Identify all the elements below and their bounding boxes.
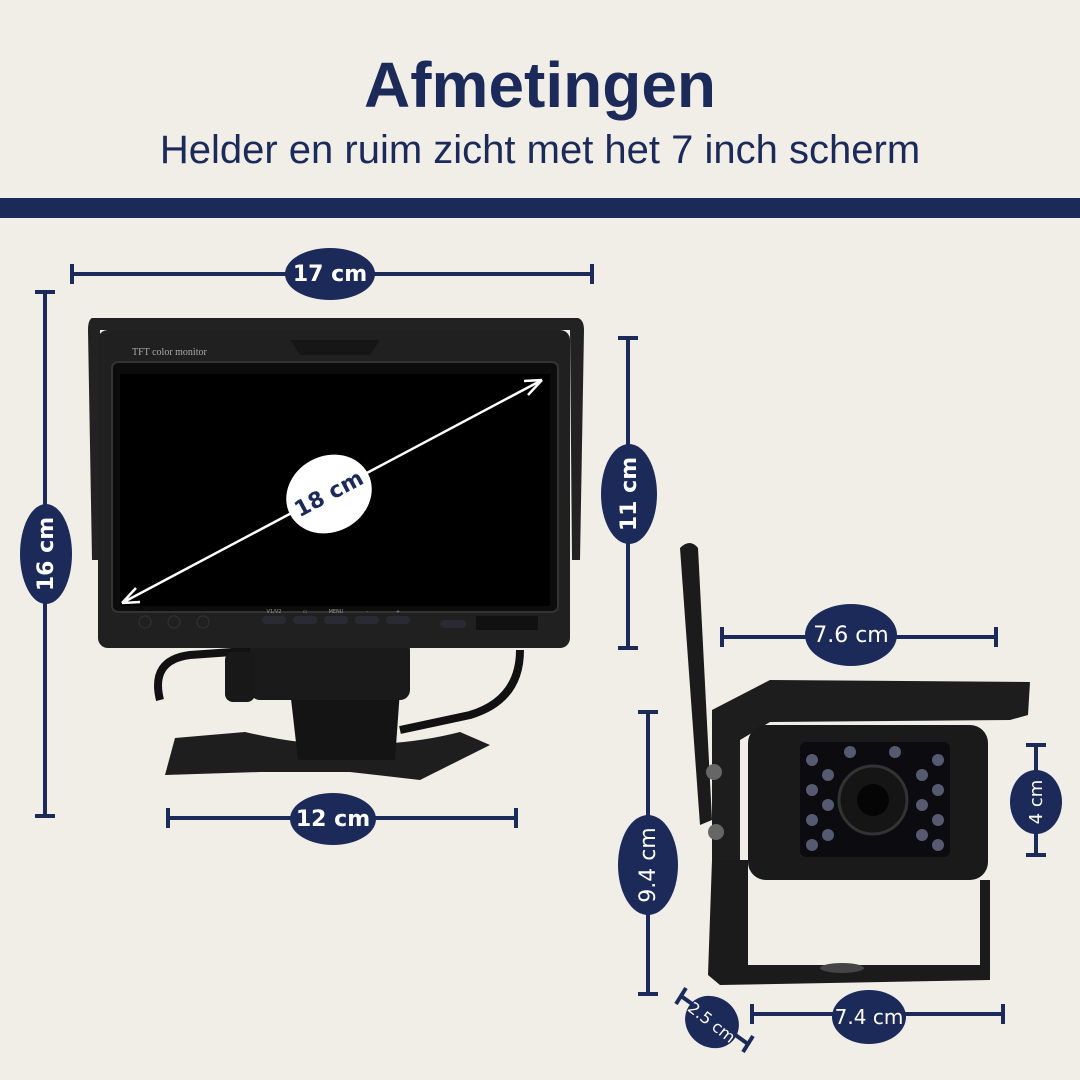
dimension-badge-monitor-width: 17 cm (285, 248, 375, 300)
dimension-badge-screen-height: 11 cm (601, 444, 657, 544)
dimension-badge-lens-height: 4 cm (1010, 770, 1062, 834)
monitor-label: TFT color monitor (132, 347, 207, 358)
header-divider (0, 198, 1080, 218)
dimension-badge-camera-width: 7.6 cm (805, 604, 897, 666)
button-label: ▭ (303, 609, 308, 615)
monitor-image: TFT color monitor V1/V2 ▭ MENU - + (88, 318, 584, 780)
dimension-badge-base-width: 12 cm (290, 793, 376, 845)
button-label: + (396, 609, 400, 615)
button-label: - (366, 609, 368, 615)
button-label: V1/V2 (267, 609, 282, 615)
dimension-badge-camera-height: 9.4 cm (618, 815, 678, 915)
button-label: MENU (329, 609, 344, 615)
camera-image (680, 543, 1030, 985)
page-subtitle: Helder en ruim zicht met het 7 inch sche… (159, 128, 921, 172)
dimension-badge-monitor-height: 16 cm (20, 504, 72, 604)
dimension-badge-camera-bottom-width: 7.4 cm (832, 990, 906, 1044)
page-title: Afmetingen (364, 49, 716, 121)
